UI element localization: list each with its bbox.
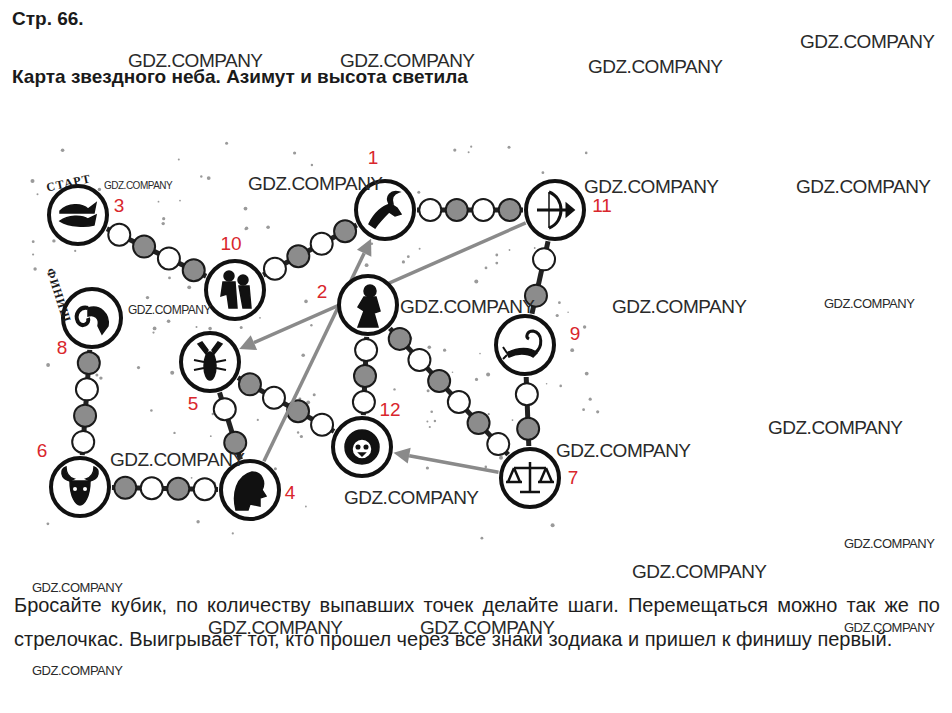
watermark: GDZ.COMPANY — [844, 536, 934, 551]
watermark: GDZ.COMPANY — [612, 296, 747, 318]
watermark: GDZ.COMPANY — [208, 617, 343, 639]
callout-number: 5 — [188, 393, 199, 415]
watermark: GDZ.COMPANY — [32, 580, 122, 595]
callout-number: 2 — [317, 281, 328, 303]
shortcut-arrow — [239, 223, 525, 350]
callout-number: 1 — [368, 147, 379, 169]
zodiac-sign: 9 — [493, 313, 557, 377]
zodiac-sign: 10 — [203, 258, 267, 322]
star-texture — [31, 142, 600, 540]
callout-number: 6 — [37, 440, 48, 462]
zodiac-sign: 1 — [353, 178, 417, 242]
libra-icon — [506, 462, 554, 492]
watermark: GDZ.COMPANY — [844, 620, 934, 635]
bead-path — [389, 328, 510, 455]
bead-path — [107, 224, 206, 282]
pisces-icon — [60, 203, 96, 226]
aquarius-icon — [235, 472, 266, 510]
callout-number: 3 — [114, 195, 125, 217]
sagittarius-icon — [537, 192, 573, 228]
watermark: GDZ.COMPANY — [110, 449, 245, 471]
cancer-icon — [194, 342, 226, 380]
zodiac-sign: 3 — [46, 183, 110, 247]
watermark: GDZ.COMPANY — [632, 561, 767, 583]
page-number: Стр. 66. — [12, 8, 84, 30]
bead-path — [238, 373, 334, 435]
callout-number: 8 — [57, 337, 68, 359]
zodiac-sign: 4 — [218, 458, 282, 522]
shortcut-arrow — [393, 448, 498, 472]
watermark: GDZ.COMPANY — [344, 487, 479, 509]
callout-number: 11 — [592, 195, 612, 217]
zodiac-icons — [60, 192, 573, 510]
zodiac-sign: 6 — [48, 455, 112, 519]
bead-path — [417, 199, 523, 221]
aries-icon — [77, 307, 109, 334]
zodiac-sign: 12 — [330, 415, 394, 479]
path-layer — [72, 199, 555, 500]
callout-number: 4 — [285, 482, 296, 504]
watermark: GDZ.COMPANY — [420, 617, 555, 639]
watermark: GDZ.COMPANY — [588, 56, 723, 78]
watermark: GDZ.COMPANY — [248, 173, 383, 195]
zodiac-sign: 5 — [178, 330, 242, 394]
watermark: GDZ.COMPANY — [800, 31, 935, 53]
watermark: GDZ.COMPANY — [32, 663, 122, 678]
watermark: GDZ.COMPANY — [128, 50, 263, 72]
zodiac-sign: 11 — [523, 178, 587, 242]
zodiac-sign: 8 — [60, 286, 124, 350]
scorpio-icon — [503, 331, 541, 359]
watermark: GDZ.COMPANY — [556, 440, 691, 462]
watermark: GDZ.COMPANY — [796, 176, 931, 198]
bead-path — [263, 220, 357, 279]
callout-number: 12 — [379, 399, 400, 421]
watermark: GDZ.COMPANY — [400, 296, 535, 318]
watermark: GDZ.COMPANY — [128, 303, 211, 317]
bead-path — [516, 377, 539, 446]
watermark: GDZ.COMPANY — [768, 417, 903, 439]
bead-path — [112, 477, 218, 500]
gemini-icon — [221, 271, 251, 308]
zodiac-sign: 7 — [498, 446, 562, 510]
capricorn-icon — [369, 192, 401, 228]
zodiac-sign: 2 — [336, 273, 400, 337]
leo-icon — [345, 430, 379, 464]
virgo-icon — [358, 285, 380, 327]
watermark: GDZ.COMPANY — [584, 176, 719, 198]
callout-number: 10 — [220, 233, 241, 255]
watermark: GDZ.COMPANY — [824, 296, 914, 311]
zodiac-circles — [49, 181, 584, 519]
bead-path — [72, 350, 100, 455]
bead-path — [353, 337, 377, 415]
finish-label: ФИНИШ — [42, 266, 74, 324]
watermark: GDZ.COMPANY — [104, 180, 172, 191]
callout-number: 7 — [568, 467, 579, 489]
callout-number: 9 — [570, 323, 581, 345]
watermark: GDZ.COMPANY — [340, 50, 475, 72]
taurus-icon — [62, 467, 98, 505]
